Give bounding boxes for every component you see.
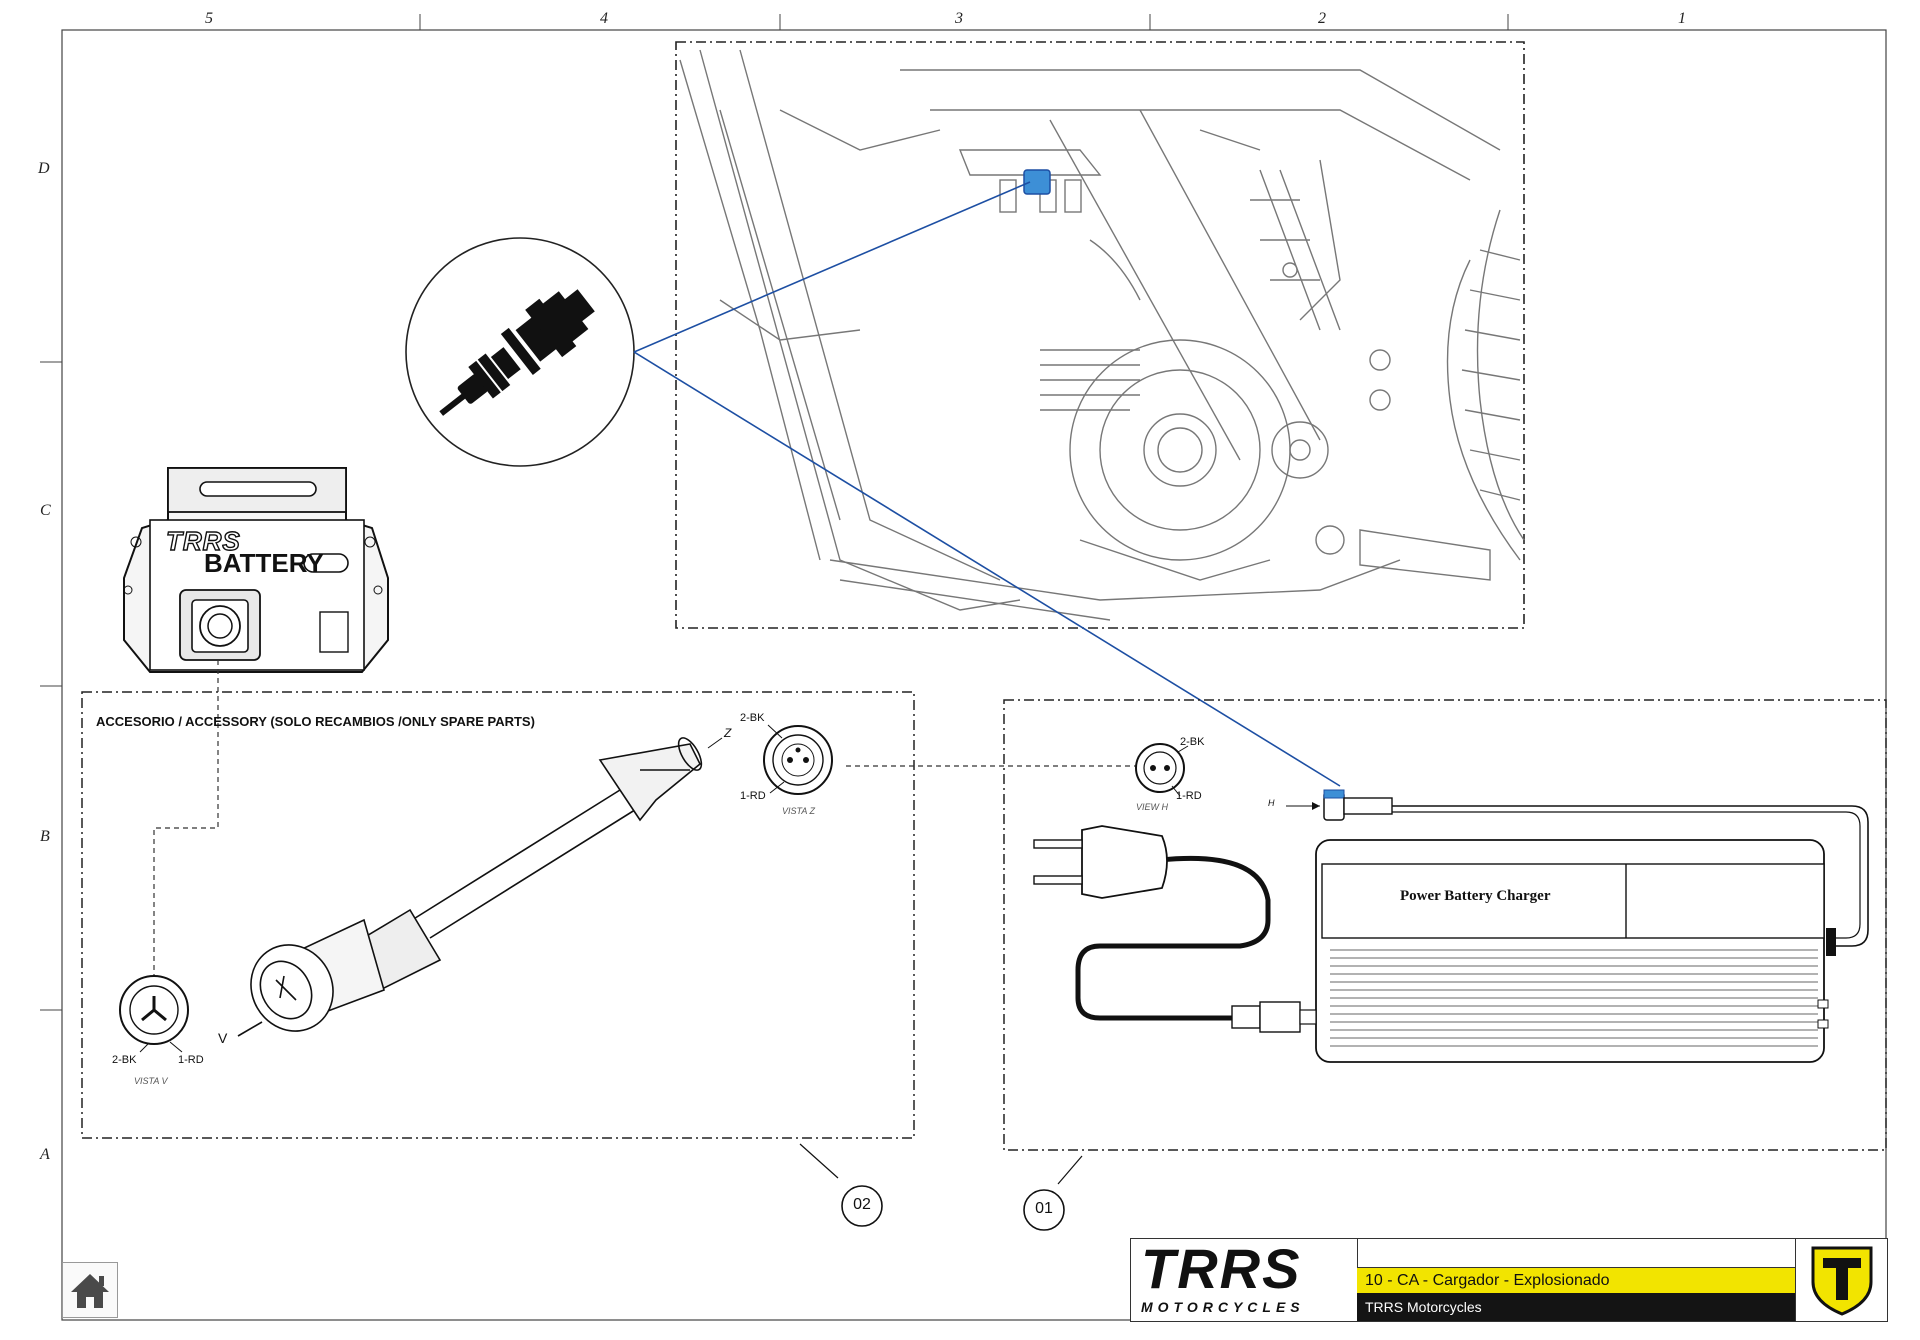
callout-02	[841, 1185, 883, 1227]
view-v-arrow-label: V	[218, 1030, 228, 1046]
grid-row-b: B	[40, 828, 50, 845]
view-z-arrow-label: Z	[724, 726, 732, 740]
view-v-pin-bk: 2-BK	[112, 1054, 137, 1066]
highlighted-charge-connector	[1023, 169, 1051, 195]
view-v-label: VISTA V	[134, 1076, 168, 1086]
charger-label: Power Battery Charger	[1400, 888, 1551, 904]
title-block: TRRS MOTORCYCLES 10 - CA - Cargador - Ex…	[1130, 1238, 1888, 1322]
view-z-pin-rd: 1-RD	[740, 790, 766, 802]
view-h-label: VIEW H	[1136, 802, 1169, 812]
battery-brand-logo: TRRS	[165, 525, 241, 556]
trrs-emblem-icon	[1811, 1246, 1873, 1316]
grid-col-1: 1	[1678, 10, 1686, 27]
callout-01	[1023, 1189, 1065, 1231]
connector-zoom-circle	[405, 237, 635, 467]
grid-col-4: 4	[600, 10, 608, 27]
view-v-pin-rd: 1-RD	[178, 1054, 204, 1066]
drawing-title: 10 - CA - Cargador - Explosionado	[1357, 1267, 1795, 1293]
view-h-pin-rd: 1-RD	[1176, 790, 1202, 802]
home-icon	[71, 1274, 109, 1308]
bike-detail-panel	[675, 41, 1525, 629]
home-button[interactable]	[62, 1262, 118, 1318]
grid-row-a: A	[40, 1146, 50, 1163]
trrs-logo: TRRS MOTORCYCLES	[1131, 1239, 1358, 1321]
grid-col-5: 5	[205, 10, 213, 27]
trrs-logo-main: TRRS	[1141, 1237, 1302, 1300]
accessory-panel-title: ACCESORIO / ACCESSORY (SOLO RECAMBIOS /O…	[96, 714, 535, 729]
grid-col-2: 2	[1318, 10, 1326, 27]
view-z-label: VISTA Z	[782, 806, 816, 816]
emblem-cell	[1795, 1239, 1888, 1321]
accessory-panel	[81, 691, 915, 1139]
grid-row-c: C	[40, 502, 51, 519]
battery-link-line	[153, 660, 219, 990]
company-name: TRRS Motorcycles	[1357, 1293, 1795, 1321]
trrs-logo-sub: MOTORCYCLES	[1141, 1299, 1305, 1315]
battery-label: BATTERY	[204, 548, 324, 578]
view-h-arrow-label: H	[1268, 798, 1275, 808]
charger-panel	[1003, 699, 1887, 1151]
view-h-pin-bk: 2-BK	[1180, 736, 1205, 748]
callout-02-number: 02	[853, 1196, 871, 1213]
grid-col-3: 3	[955, 10, 963, 27]
view-z-pin-bk: 2-BK	[740, 712, 765, 724]
battery-illustration	[123, 467, 389, 673]
grid-row-d: D	[38, 160, 50, 177]
callout-01-number: 01	[1035, 1200, 1053, 1217]
